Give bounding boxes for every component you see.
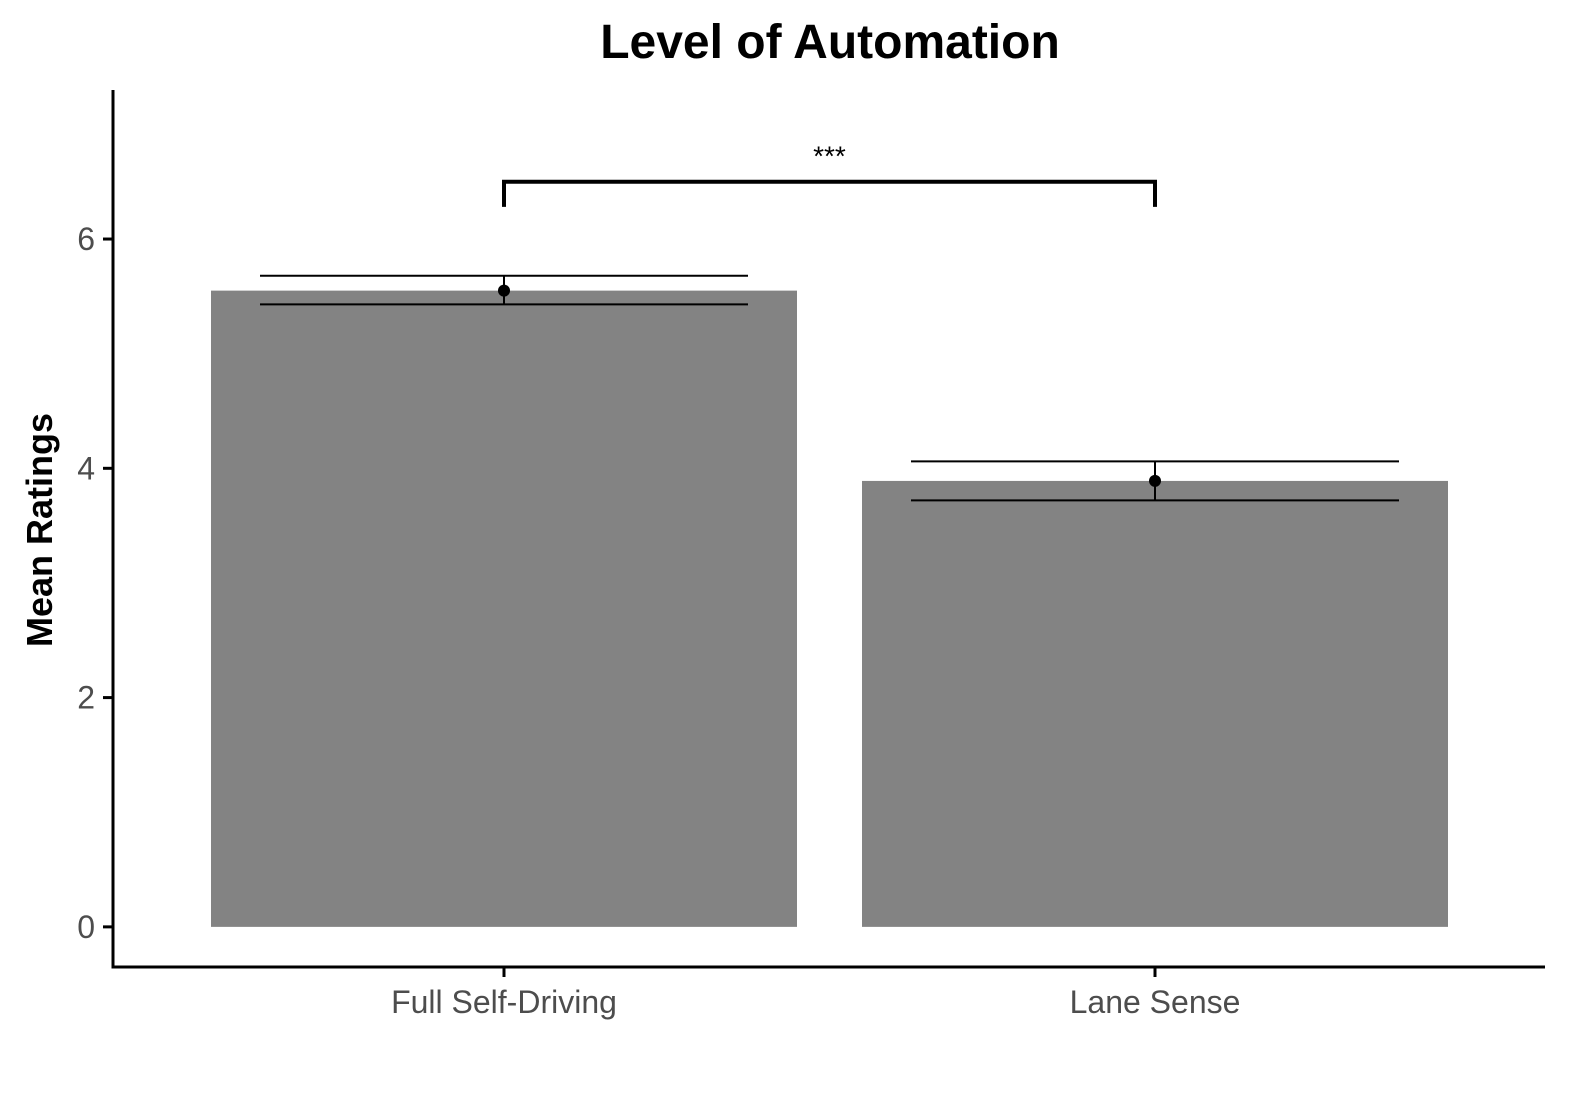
bar-1 <box>211 290 797 927</box>
y-axis-title: Mean Ratings <box>19 413 60 647</box>
significance-layer: *** <box>502 141 1157 207</box>
chart-title: Level of Automation <box>600 16 1060 69</box>
error-bars-layer <box>260 274 1399 502</box>
significance-label: *** <box>813 141 846 172</box>
bar-2 <box>862 480 1448 927</box>
error-bar-2 <box>911 460 1399 502</box>
y-tick-label: 6 <box>77 221 95 257</box>
y-tick-label: 0 <box>77 909 95 945</box>
mean-point-1 <box>498 284 510 297</box>
x-tick-label: Full Self-Driving <box>391 984 617 1020</box>
error-bar-1 <box>260 274 748 306</box>
y-tick-label: 4 <box>77 450 95 486</box>
significance-bracket <box>502 179 1157 207</box>
mean-point-2 <box>1149 474 1161 487</box>
x-tick-label: Lane Sense <box>1070 984 1241 1020</box>
bars-layer <box>211 290 1448 927</box>
y-tick-label: 2 <box>77 680 95 716</box>
